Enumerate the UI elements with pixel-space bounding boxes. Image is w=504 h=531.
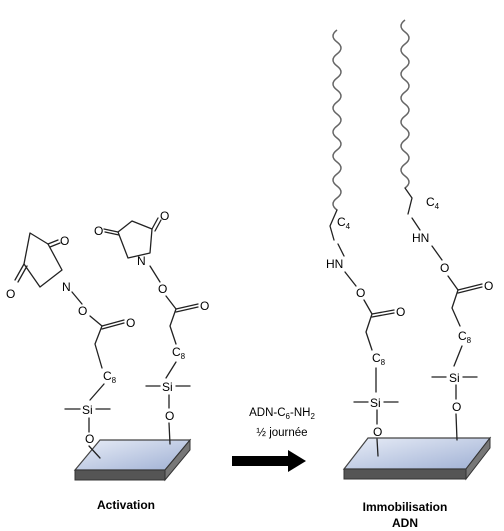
oxygen-atom-label: O xyxy=(60,234,69,248)
reagent-label: ADN-C6-NH2 xyxy=(249,407,315,421)
chain-c4-label-2: C4 xyxy=(426,195,440,211)
activation-caption: Activation xyxy=(97,498,155,512)
nitrogen-atom-label: N xyxy=(62,280,71,294)
amine-label: HN xyxy=(412,231,429,245)
activation-panel: O O N O O C8 Si O xyxy=(6,209,209,512)
oxygen-atom-label: O xyxy=(452,400,461,414)
dna-strand-2 xyxy=(400,19,410,189)
silicon-atom-label: Si xyxy=(162,380,173,394)
chain-c4-label-1: C4 xyxy=(337,215,351,231)
reaction-arrow-icon xyxy=(232,450,306,472)
oxygen-atom-label: O xyxy=(158,282,167,296)
oxygen-atom-label: O xyxy=(484,279,493,293)
left-molecule-2: O O N O O C8 Si O xyxy=(94,209,209,445)
right-molecule-2: C4 HN O O C8 Si O xyxy=(400,19,493,441)
silicon-atom-label: Si xyxy=(449,371,460,385)
silicon-atom-label: Si xyxy=(82,403,93,417)
duration-label: ½ journée xyxy=(256,427,307,439)
immobilisation-panel: C4 HN O O C8 Si O C4 HN O xyxy=(326,19,493,530)
oxygen-atom-label: O xyxy=(126,316,135,330)
silicon-atom-label: Si xyxy=(370,396,381,410)
nitrogen-atom-label: N xyxy=(137,254,146,268)
left-glass-slide xyxy=(73,438,192,482)
oxygen-atom-label: O xyxy=(94,224,103,238)
chain-c8-label-left-1: C8 xyxy=(103,369,117,385)
oxygen-atom-label: O xyxy=(373,425,382,439)
oxygen-atom-label: O xyxy=(85,432,94,446)
dna-strand-1 xyxy=(332,29,342,211)
oxygen-atom-label: O xyxy=(160,209,169,223)
reaction-step: ADN-C6-NH2 ½ journée xyxy=(232,407,315,472)
chain-c8-label-right-1: C8 xyxy=(372,351,386,367)
right-molecule-1: C4 HN O O C8 Si O xyxy=(326,29,405,457)
chain-c8-label-right-2: C8 xyxy=(458,329,472,345)
right-glass-slide xyxy=(342,436,492,481)
amine-label: HN xyxy=(326,257,343,271)
oxygen-atom-label: O xyxy=(200,299,209,313)
oxygen-atom-label: O xyxy=(396,305,405,319)
oxygen-atom-label: O xyxy=(165,409,174,423)
oxygen-atom-label: O xyxy=(440,261,449,275)
chain-c8-label-left-2: C8 xyxy=(172,345,186,361)
dna-caption: ADN xyxy=(392,516,418,530)
immobilisation-caption: Immobilisation xyxy=(363,500,448,514)
oxygen-atom-label: O xyxy=(78,304,87,318)
oxygen-atom-label: O xyxy=(6,287,15,301)
left-molecule-1: O O N O O C8 Si O xyxy=(6,232,135,459)
oxygen-atom-label: O xyxy=(356,286,365,300)
